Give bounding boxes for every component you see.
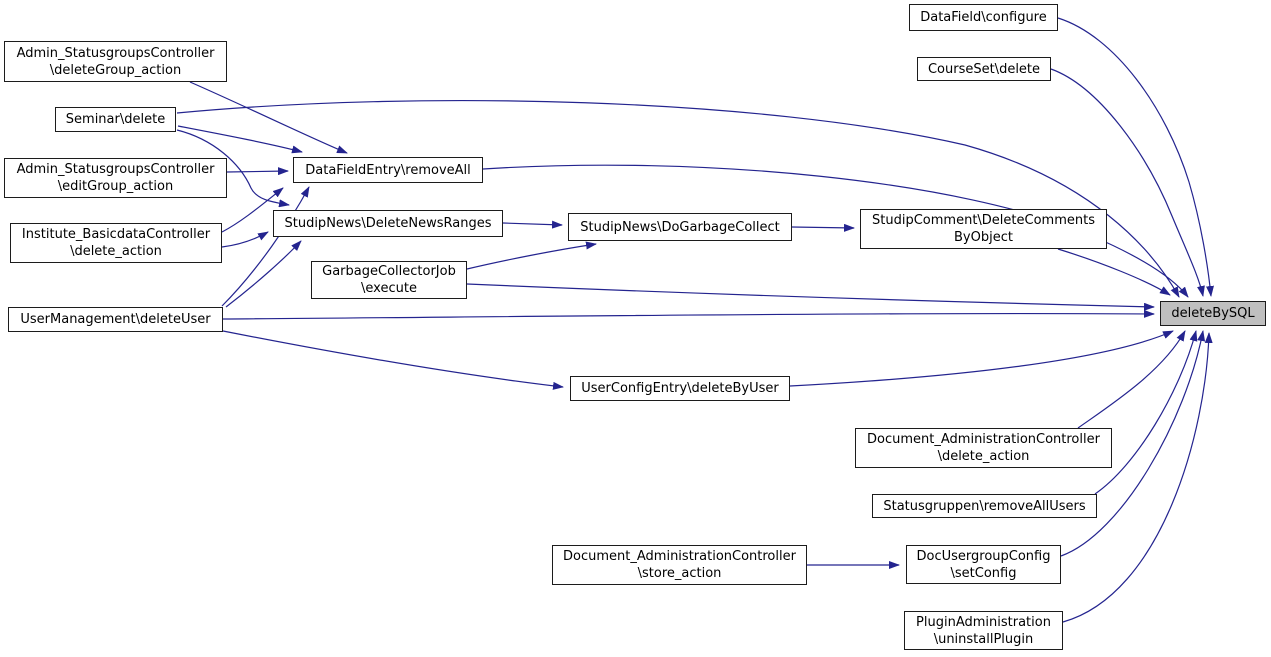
edge-deleteuser-to-deletebysql — [222, 309, 1155, 320]
node-label: UserManagement\deleteUser — [20, 312, 211, 327]
node-label: StudipNews\DeleteNewsRanges — [284, 216, 492, 231]
node-label: Admin_StatusgroupsController — [16, 45, 215, 61]
node-admin-statusgroups-editgroup: Admin_StatusgroupsController \editGroup_… — [4, 158, 227, 198]
node-label: Document_AdministrationController — [867, 432, 1100, 447]
edge-deleteuser-to-deletebyuser — [222, 330, 564, 390]
edge-institute-to-removeall — [221, 187, 284, 233]
node-datafieldentry-removeall: DataFieldEntry\removeAll — [293, 157, 483, 183]
edge-editgroup-to-removeall — [226, 167, 289, 176]
node-label: \setConfig — [950, 565, 1017, 581]
node-document-admin-store-action: Document_AdministrationController \store… — [552, 545, 807, 585]
node-usermanagement-deleteuser: UserManagement\deleteUser — [8, 307, 223, 332]
edge-seminar-to-deletebysql — [176, 99, 1180, 298]
node-studipcomment-deletecommentsbyobject: StudipComment\DeleteComments ByObject — [860, 209, 1107, 249]
node-docusergroupconfig-setconfig: DocUsergroupConfig \setConfig — [906, 545, 1061, 584]
edge-deleteuser-to-deletenewsranges — [225, 240, 302, 308]
node-label: UserConfigEntry\deleteByUser — [581, 381, 779, 396]
node-courseset-delete: CourseSet\delete — [917, 57, 1051, 81]
edge-deleteuser-to-removeall — [221, 186, 310, 307]
node-label: \deleteGroup_action — [49, 62, 182, 78]
node-label: CourseSet\delete — [927, 61, 1041, 77]
node-label: DocUsergroupConfig — [916, 548, 1051, 564]
node-seminar-delete: Seminar\delete — [55, 107, 176, 132]
node-label: Document_AdministrationController — [563, 549, 796, 564]
edge-institute-to-deletenewsranges — [221, 231, 269, 248]
node-label: \uninstallPlugin — [933, 631, 1034, 647]
edge-deletegroup-to-removeall — [189, 81, 348, 154]
node-institute-basicdata-delete: Institute_BasicdataController \delete_ac… — [10, 223, 222, 263]
node-label: DataFieldEntry\removeAll — [305, 162, 471, 178]
node-document-admin-delete-action: Document_AdministrationController \delet… — [855, 428, 1112, 468]
node-label: StudipComment\DeleteComments — [872, 213, 1095, 228]
node-label: ByObject — [954, 230, 1013, 245]
node-label: DataField\configure — [920, 10, 1047, 25]
edge-uninstallplugin-to-deletebysql — [1062, 332, 1213, 623]
node-admin-statusgroups-deletegroup: Admin_StatusgroupsController \deleteGrou… — [4, 41, 227, 82]
node-studipnews-deletenewsranges: StudipNews\DeleteNewsRanges — [273, 210, 503, 237]
node-label: Admin_StatusgroupsController — [16, 162, 215, 177]
edge-seminar-to-deletenewsranges — [176, 129, 290, 208]
edge-removeall-to-deletebysql — [482, 164, 1189, 298]
edge-configure-to-deletebysql — [1057, 17, 1214, 297]
node-label: \store_action — [637, 566, 722, 581]
edge-deletenewsranges-to-dogarbagecollect — [502, 220, 563, 229]
edge-deletebyuser-to-deletebysql — [789, 330, 1174, 387]
node-datafield-configure: DataField\configure — [909, 4, 1058, 31]
edge-deletecomments-to-deletebysql — [1057, 248, 1171, 296]
node-label: Institute_BasicdataController — [21, 227, 211, 242]
node-studipnews-dogarbagecollect: StudipNews\DoGarbageCollect — [568, 213, 792, 241]
node-deletebysql: deleteBySQL — [1160, 301, 1266, 326]
edge-execute-to-deletebysql — [466, 283, 1155, 311]
edge-deleteaction-to-deletebysql — [1077, 330, 1186, 429]
node-userconfigentry-deletebyuser: UserConfigEntry\deleteByUser — [570, 376, 790, 401]
node-label: StudipNews\DoGarbageCollect — [580, 219, 780, 235]
node-label: \editGroup_action — [57, 179, 174, 194]
node-statusgruppen-removeallusers: Statusgruppen\removeAllUsers — [872, 494, 1097, 518]
node-label: Statusgruppen\removeAllUsers — [883, 498, 1086, 514]
node-label: PluginAdministration — [916, 614, 1051, 630]
node-label: deleteBySQL — [1171, 306, 1255, 321]
edge-dogarbagecollect-to-deletecomments — [791, 223, 855, 232]
node-label: GarbageCollectorJob — [322, 264, 456, 279]
node-label: \delete_action — [70, 244, 162, 259]
node-garbagecollectorjob-execute: GarbageCollectorJob \execute — [311, 261, 467, 299]
edge-execute-to-dogarbagecollect — [466, 241, 597, 270]
node-label: Seminar\delete — [65, 112, 166, 127]
node-pluginadministration-uninstallplugin: PluginAdministration \uninstallPlugin — [904, 611, 1063, 650]
edge-seminar-to-removeall — [177, 125, 303, 154]
edge-courseset-to-deletebysql — [1050, 68, 1205, 297]
node-label: \delete_action — [937, 449, 1030, 464]
edge-removeallusers-to-deletebysql — [1094, 330, 1198, 495]
edge-setconfig-to-deletebysql — [1060, 330, 1206, 557]
node-label: \execute — [361, 281, 417, 296]
